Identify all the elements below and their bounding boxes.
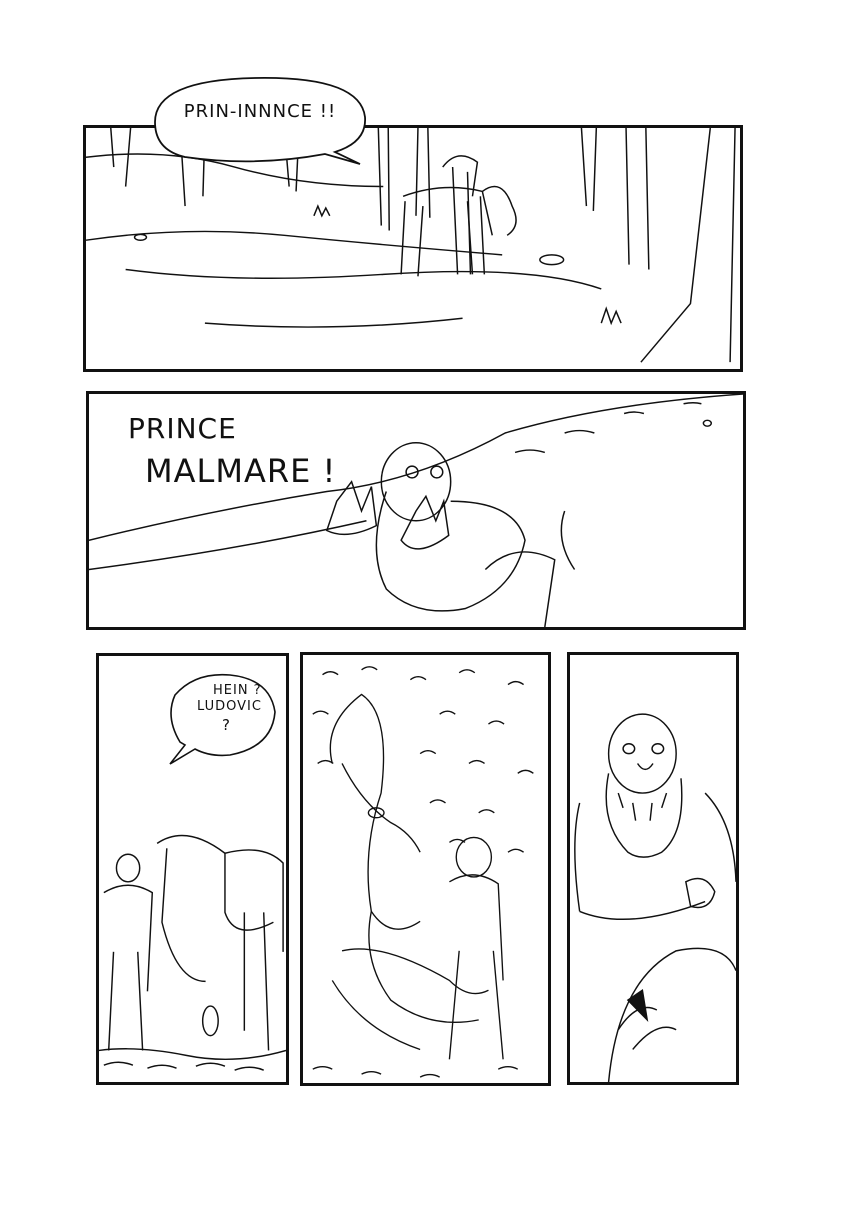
calling-man-illustration <box>89 394 743 627</box>
speech-text-3-line3: ? <box>222 716 231 734</box>
speech-bubble-1 <box>154 77 366 165</box>
speech-text-3-line1: HEIN ? <box>213 683 262 698</box>
speech-text-1: PRIN-INNNCE !! <box>183 101 337 122</box>
overhead-horse-illustration <box>312 666 534 1078</box>
comic-panel-2 <box>86 391 746 630</box>
speech-text-2-line1: PRINCE <box>128 412 237 445</box>
speech-text-3-line2: LUDOVIC <box>197 699 262 714</box>
man-and-horse-illustration <box>99 834 286 1071</box>
speech-text-2-line2: MALMARE ! <box>145 452 337 490</box>
rider-closeup-illustration <box>574 713 736 1082</box>
speech-bubble-3 <box>169 673 276 765</box>
forest-scene-illustration <box>86 128 736 363</box>
comic-panel-4 <box>300 652 551 1086</box>
comic-panel-1 <box>83 125 743 372</box>
comic-panel-5 <box>567 652 739 1085</box>
